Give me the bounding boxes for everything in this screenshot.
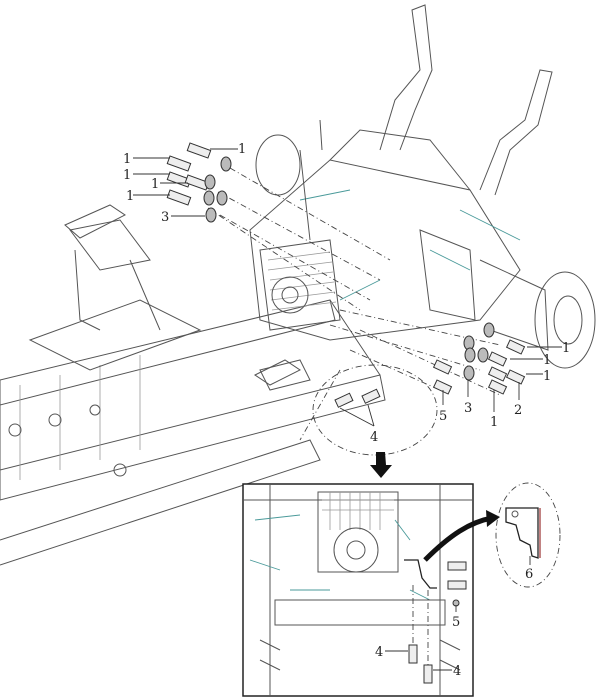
curved-arrow-icon xyxy=(423,515,493,562)
top-left-fasteners xyxy=(166,142,232,223)
part-label: 6 xyxy=(525,567,533,582)
part-label: 4 xyxy=(453,664,461,679)
explode-lines-right xyxy=(299,309,501,441)
part-label: 1 xyxy=(490,415,498,430)
transmission-assembly xyxy=(249,4,596,369)
part-label: 1 xyxy=(123,168,131,183)
part-label: 1 xyxy=(123,152,131,167)
pedals xyxy=(64,204,301,386)
part-label: 1 xyxy=(562,341,570,356)
right-labels: 1 1 1 2 3 1 5 4 xyxy=(370,341,570,445)
part-label: 3 xyxy=(464,401,472,416)
part-label: 1 xyxy=(126,189,134,204)
part-label: 4 xyxy=(375,645,383,660)
part-label: 1 xyxy=(543,369,551,384)
part-label: 1 xyxy=(238,142,246,157)
part-label: 5 xyxy=(439,409,447,424)
bracket-detail xyxy=(495,482,561,588)
part-label: 1 xyxy=(151,177,159,192)
top-left-leaders xyxy=(133,148,238,217)
part-label: 2 xyxy=(514,403,522,418)
inset-labels: 6 5 4 4 xyxy=(375,567,533,679)
detail-callout-ellipse xyxy=(312,364,438,456)
top-left-labels: 1 1 1 1 1 3 xyxy=(123,142,246,225)
right-fasteners xyxy=(334,322,526,408)
arrowhead-icon xyxy=(486,510,500,527)
part-label: 1 xyxy=(543,353,551,368)
right-leaders xyxy=(339,346,562,427)
part-label: 3 xyxy=(161,210,169,225)
part-label: 4 xyxy=(370,430,378,445)
detail-inset xyxy=(242,483,474,697)
part-label: 5 xyxy=(452,615,460,630)
down-arrow-icon xyxy=(370,452,392,478)
explode-lines-top-left xyxy=(207,167,391,311)
